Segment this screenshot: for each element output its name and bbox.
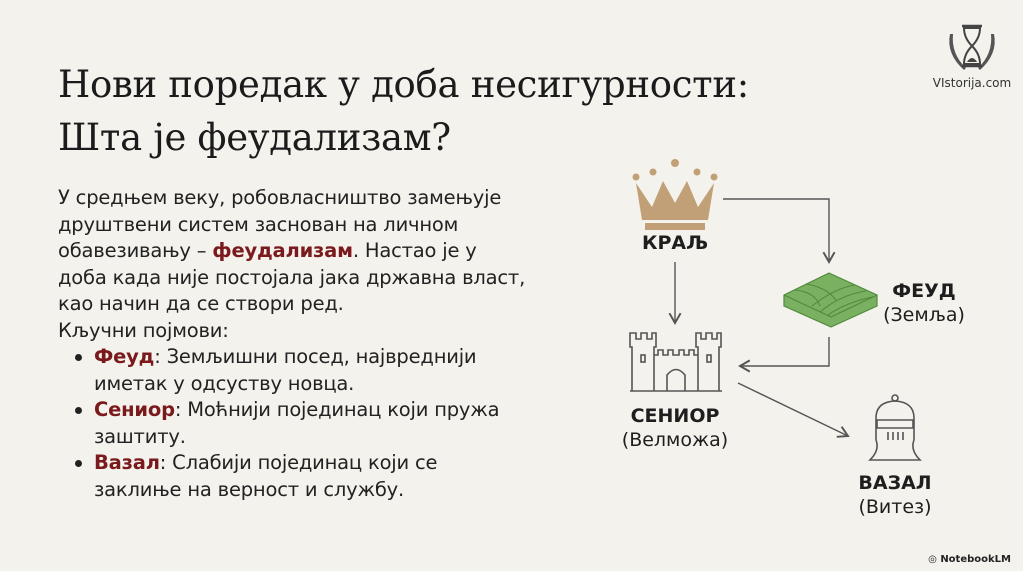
slide-title: Нови поредак у доба несигурности: Шта је… bbox=[58, 58, 749, 164]
notebooklm-badge: ◎ NotebookLM bbox=[928, 554, 1011, 565]
terms-list: Феуд: Земљишни посед, највреднији иметак … bbox=[58, 344, 525, 503]
fief-label: ФЕУД(Земља) bbox=[874, 279, 974, 327]
intro-text: . Настао је у bbox=[352, 239, 477, 262]
term-name: Феуд bbox=[94, 345, 155, 368]
intro-line: као начин да се створи ред. bbox=[58, 292, 344, 315]
term-def: : Моћнији појединац који пружа bbox=[174, 398, 500, 421]
intro-line: У средњем веку, робовласништво замењује bbox=[58, 186, 502, 209]
term-item: Феуд: Земљишни посед, највреднији иметак … bbox=[58, 344, 525, 397]
slide-body: У средњем веку, робовласништво замењује … bbox=[58, 185, 525, 503]
fief-name: ФЕУД bbox=[892, 280, 956, 302]
arrow-king-to-fief bbox=[723, 198, 836, 264]
king-name: КРАЉ bbox=[641, 232, 709, 254]
vassal-label: ВАЗАЛ(Витез) bbox=[845, 471, 945, 519]
senior-name: СЕНИОР bbox=[630, 405, 720, 427]
intro-line: доба када није постојала јака државна вл… bbox=[58, 265, 526, 289]
term-def: заштиту. bbox=[94, 424, 186, 448]
hourglass-laurel-icon bbox=[949, 24, 995, 70]
term-name: Вазал bbox=[94, 451, 160, 474]
term-item: Сениор: Моћнији појединац који пружа зашт… bbox=[58, 397, 525, 450]
logo-text: VIstorija.com bbox=[932, 76, 1012, 90]
intro-text: обавезивању – bbox=[58, 239, 213, 262]
crown-icon bbox=[632, 159, 718, 230]
term-def: заклиње на верност и службу. bbox=[94, 477, 404, 501]
fief-sub: (Земља) bbox=[883, 304, 965, 326]
term-def: иметак у одсуству новца. bbox=[94, 371, 355, 395]
knight-helmet-icon bbox=[868, 394, 922, 461]
senior-sub: (Велможа) bbox=[621, 429, 729, 451]
term-def: : Слабији појединац који се bbox=[159, 451, 438, 474]
intro-line: друштвени систем заснован на личном bbox=[58, 212, 459, 236]
arrow-senior-to-vassal bbox=[737, 382, 850, 438]
vistorija-logo: VIstorija.com bbox=[927, 14, 1017, 90]
title-line-1: Нови поредак у доба несигурности: bbox=[58, 63, 749, 106]
term-item: Вазал: Слабији појединац који се заклиње … bbox=[58, 450, 525, 503]
vassal-name: ВАЗАЛ bbox=[858, 472, 932, 494]
highlight-term: феудализам bbox=[212, 239, 353, 262]
terms-heading: Кључни појмови: bbox=[58, 318, 229, 342]
intro-line: обавезивању – феудализам. Настао је у bbox=[58, 238, 525, 265]
field-icon bbox=[783, 272, 878, 328]
king-label: КРАЉ bbox=[625, 231, 725, 255]
arrow-fief-to-senior bbox=[738, 337, 830, 373]
castle-icon bbox=[629, 332, 722, 392]
senior-label: СЕНИОР(Велможа) bbox=[610, 404, 740, 452]
title-line-2: Шта је феудализам? bbox=[58, 116, 451, 159]
term-name: Сениор bbox=[94, 398, 175, 421]
term-def: : Земљишни посед, највреднији bbox=[154, 345, 477, 368]
brand-text: NotebookLM bbox=[940, 554, 1011, 565]
vassal-sub: (Витез) bbox=[858, 496, 932, 518]
